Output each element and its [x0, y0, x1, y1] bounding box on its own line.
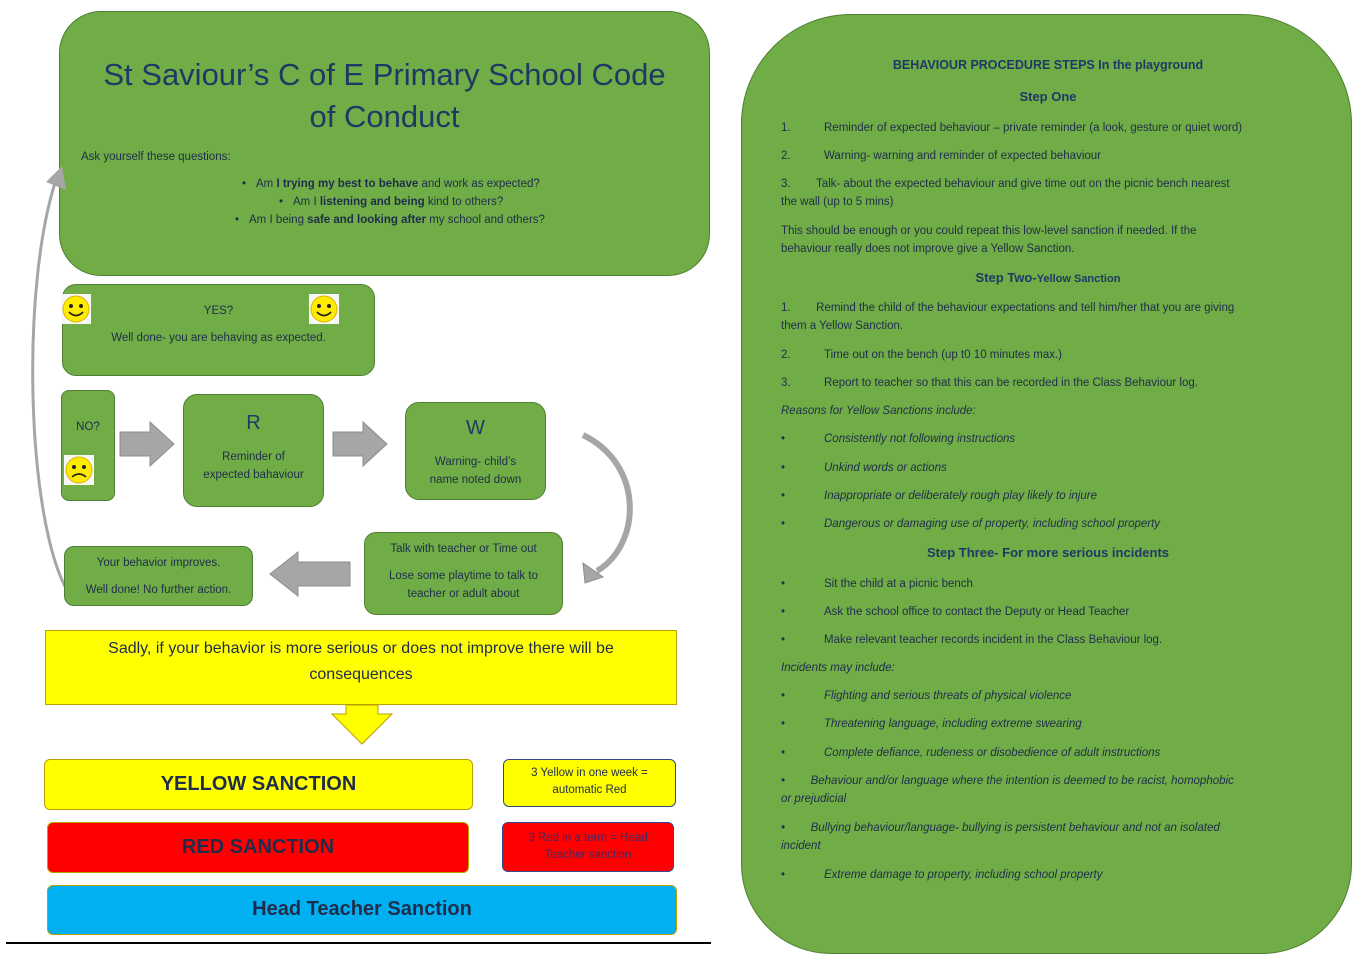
right-arrow	[332, 420, 388, 468]
procedure-heading: BEHAVIOUR PROCEDURE STEPS In the playgro…	[892, 58, 1204, 72]
incident-item-5b: incident	[781, 840, 821, 852]
consequence-banner: Sadly, if your behavior is more serious …	[45, 630, 677, 705]
question-3: •Am I being safe and looking after my sc…	[235, 214, 545, 226]
step-one-note-b: behaviour really does not improve give a…	[781, 243, 1075, 255]
reason-item: •Dangerous or damaging use of property, …	[781, 518, 1161, 530]
happy-face-icon	[309, 294, 339, 324]
red-note-line2: Teacher sanction	[544, 849, 632, 861]
yes-label: YES?	[203, 305, 234, 317]
code-of-conduct-panel: St Saviour’s C of E Primary School Code …	[59, 11, 710, 276]
reason-item: •Inappropriate or deliberately rough pla…	[781, 490, 1097, 502]
reason-item: •Consistently not following instructions	[781, 433, 1016, 445]
reminder-line2: expected bahaviour	[203, 469, 304, 481]
yes-box: YES? Well done- you are behaving as expe…	[61, 284, 375, 376]
consequence-line2: consequences	[309, 666, 413, 683]
step-one-item-3a: 3. Talk- about the expected behaviour an…	[781, 178, 1230, 190]
warning-box: W Warning- child’s name noted down	[405, 402, 546, 500]
left-arrow	[269, 550, 351, 598]
talk-line3: teacher or adult about	[407, 588, 520, 600]
step-one-heading: Step One	[1019, 89, 1077, 104]
sad-face-icon	[64, 455, 94, 485]
down-arrow	[330, 704, 394, 745]
incident-item-4a: • Behaviour and/or language where the in…	[781, 775, 1234, 787]
reason-item: •Unkind words or actions	[781, 462, 947, 474]
step-one-item-3b: the wall (up to 5 mins)	[781, 196, 894, 208]
right-arrow	[119, 420, 175, 468]
improve-line2: Well done! No further action.	[85, 584, 232, 596]
consequence-line1: Sadly, if your behavior is more serious …	[108, 640, 614, 657]
talk-line2: Lose some playtime to talk to	[389, 570, 538, 582]
incident-item: •Complete defiance, rudeness or disobedi…	[781, 747, 1161, 759]
improve-line1: Your behavior improves.	[96, 557, 221, 569]
step-two-item-3: 3.Report to teacher so that this can be …	[781, 377, 1198, 389]
step-two-item-1b: them a Yellow Sanction.	[781, 320, 904, 332]
yellow-note: 3 Yellow in one week = automatic Red	[503, 759, 676, 807]
red-note: 3 Red in a term = Head Teacher sanction	[502, 822, 674, 872]
head-teacher-sanction: Head Teacher Sanction	[47, 885, 677, 935]
step-three-heading: Step Three- For more serious incidents	[927, 545, 1169, 560]
curved-down-arrow	[581, 432, 633, 584]
reminder-box: R Reminder of expected bahaviour	[183, 394, 324, 507]
return-arrow	[31, 166, 70, 593]
questions-intro: Ask yourself these questions:	[81, 151, 231, 163]
question-1: •Am I trying my best to behave and work …	[242, 178, 540, 190]
incident-item-4b: or prejudicial	[781, 793, 847, 805]
red-sanction: RED SANCTION	[47, 822, 469, 873]
step-three-item: •Ask the school office to contact the De…	[781, 606, 1130, 618]
step-two-item-1a: 1. Remind the child of the behaviour exp…	[781, 302, 1235, 314]
talk-box: Talk with teacher or Time out Lose some …	[364, 532, 563, 615]
talk-line1: Talk with teacher or Time out	[390, 543, 537, 555]
incident-item-5a: • Bullying behaviour/language- bullying …	[781, 822, 1220, 834]
step-one-item-1: 1.Reminder of expected behaviour – priva…	[781, 122, 1243, 134]
incidents-heading: Incidents may include:	[781, 662, 895, 674]
happy-face-icon	[61, 294, 91, 324]
step-two-item-2: 2.Time out on the bench (up t0 10 minute…	[781, 349, 1063, 361]
step-two-heading: Step Two-Yellow Sanction	[975, 270, 1121, 285]
yes-text: Well done- you are behaving as expected.	[111, 332, 326, 344]
warning-line2: name noted down	[429, 474, 522, 486]
step-three-item: •Make relevant teacher records incident …	[781, 634, 1163, 646]
reasons-heading: Reasons for Yellow Sanctions include:	[781, 405, 976, 417]
red-note-line1: 3 Red in a term = Head	[528, 832, 648, 844]
question-2: •Am I listening and being kind to others…	[279, 196, 504, 208]
no-label: NO?	[76, 421, 100, 433]
yellow-sanction: YELLOW SANCTION	[44, 759, 473, 810]
step-one-item-2: 2.Warning- warning and reminder of expec…	[781, 150, 1102, 162]
incident-item: •Flighting and serious threats of physic…	[781, 690, 1072, 702]
warning-line1: Warning- child’s	[434, 456, 517, 468]
procedure-panel: BEHAVIOUR PROCEDURE STEPS In the playgro…	[741, 14, 1352, 954]
step-one-note-a: This should be enough or you could repea…	[781, 225, 1197, 237]
no-box: NO?	[61, 390, 115, 501]
yellow-note-line1: 3 Yellow in one week =	[531, 767, 648, 779]
divider-line	[6, 942, 711, 944]
yellow-note-line2: automatic Red	[552, 784, 627, 796]
improve-box: Your behavior improves. Well done! No fu…	[64, 546, 253, 606]
reminder-letter: R	[246, 412, 261, 434]
reminder-line1: Reminder of	[222, 451, 285, 463]
warning-letter: W	[466, 417, 485, 439]
step-three-item: •Sit the child at a picnic bench	[781, 578, 973, 590]
incident-item: •Extreme damage to property, including s…	[781, 869, 1103, 881]
page-title: St Saviour’s C of E Primary School Code …	[103, 57, 666, 134]
incident-item: •Threatening language, including extreme…	[781, 718, 1082, 730]
